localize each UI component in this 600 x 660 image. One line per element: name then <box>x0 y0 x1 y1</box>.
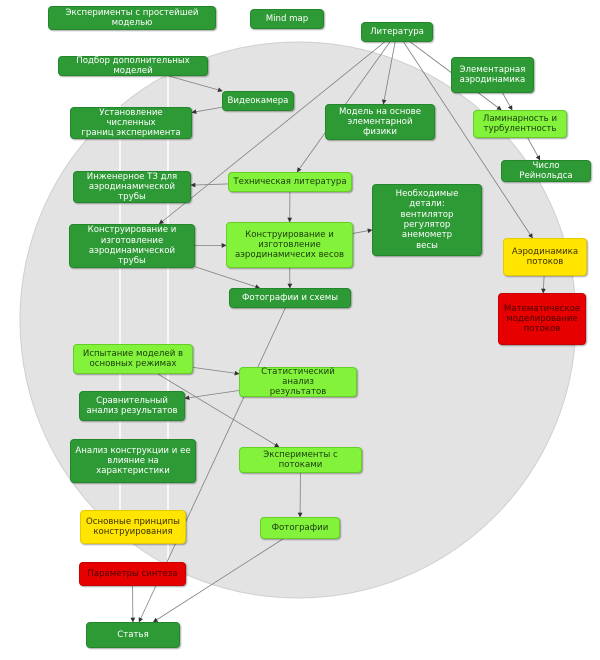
node-literature[interactable]: Литература <box>361 22 433 42</box>
node-label: Установление численных границ эксперимен… <box>81 107 181 139</box>
node-numeric-bounds[interactable]: Установление численных границ эксперимен… <box>70 107 192 139</box>
node-flow-experiments[interactable]: Эксперименты с потоками <box>239 447 362 473</box>
node-article[interactable]: Статья <box>86 622 180 648</box>
connector-literature-to-elementary-physics-model <box>381 41 396 105</box>
connector-laminar-turbulent-to-reynolds <box>527 137 541 161</box>
node-elementary-aerodynamics[interactable]: Элементарная аэродинамика <box>451 57 534 93</box>
node-label: Испытание моделей в основных режимах <box>82 348 184 369</box>
node-label: Элементарная аэродинамика <box>459 64 526 85</box>
connector-camcorder-to-numeric-bounds <box>191 106 223 115</box>
node-label: Подбор дополнительных моделей <box>76 55 190 76</box>
node-label: Эксперименты с простейшей моделью <box>65 7 199 28</box>
node-photos-schemes[interactable]: Фотографии и схемы <box>229 288 351 308</box>
node-build-scales[interactable]: Конструирование и изготовление аэродинам… <box>226 222 353 268</box>
node-label: Видеокамера <box>227 95 289 106</box>
node-label: Конструирование и изготовление аэродинам… <box>234 229 345 261</box>
node-reynolds[interactable]: Число Рейнольдса <box>501 160 591 182</box>
connector-stat-analysis-to-comparative-analysis <box>184 390 240 401</box>
node-label: Анализ конструкции и ее влияние на харак… <box>75 445 191 477</box>
node-label: Ламинарность и турбулентность <box>482 113 558 134</box>
edge-layer <box>130 41 546 623</box>
node-label: Фотографии и схемы <box>241 292 339 303</box>
node-design-principles[interactable]: Основные принципы конструирования <box>80 510 186 544</box>
node-camcorder[interactable]: Видеокамера <box>222 91 294 111</box>
node-tech-spec[interactable]: Инженерное ТЗ для аэродинамической трубы <box>73 171 191 203</box>
connector-photos-to-article <box>152 538 284 623</box>
connector-elementary-aerodynamics-to-laminar-turbulent <box>502 92 513 111</box>
connector-literature-to-build-tunnel <box>158 41 385 225</box>
node-model-tests[interactable]: Испытание моделей в основных режимах <box>73 344 193 374</box>
node-label: Mind map <box>265 13 309 24</box>
node-label: Необходимые детали: вентилятор регулятор… <box>395 189 459 251</box>
node-label: Техническая литература <box>233 176 347 187</box>
node-tech-literature[interactable]: Техническая литература <box>228 172 352 192</box>
connector-tech-literature-to-tech-spec <box>190 182 229 188</box>
node-label: Инженерное ТЗ для аэродинамической трубы <box>86 171 178 203</box>
connector-model-tests-to-stat-analysis <box>192 366 240 376</box>
node-label: Параметры синтеза <box>87 568 178 579</box>
node-stat-analysis[interactable]: Статистический анализ результатов <box>239 367 357 397</box>
node-label: Модель на основе элементарной физики <box>338 106 422 138</box>
node-label: Сравнительный анализ результатов <box>86 395 178 416</box>
node-label: Эксперименты с потоками <box>263 449 338 470</box>
node-laminar-turbulent[interactable]: Ламинарность и турбулентность <box>473 110 567 138</box>
node-label: Конструирование и изготовление аэродинам… <box>87 225 177 267</box>
node-necessary-parts[interactable]: Необходимые детали: вентилятор регулятор… <box>372 184 482 256</box>
connector-additional-models-to-camcorder <box>168 75 223 93</box>
node-label: Фотографии <box>271 522 329 533</box>
node-build-tunnel[interactable]: Конструирование и изготовление аэродинам… <box>69 224 195 268</box>
node-label: Литература <box>370 26 424 37</box>
connector-literature-to-flow-aerodynamics <box>403 41 533 239</box>
connector-flow-aerodynamics-to-math-modeling <box>541 275 546 294</box>
node-photos[interactable]: Фотографии <box>260 517 340 539</box>
node-experiments-simple[interactable]: Эксперименты с простейшей моделью <box>48 6 216 30</box>
connector-model-tests-to-flow-experiments <box>157 373 280 448</box>
node-label: Основные принципы конструирования <box>86 516 180 537</box>
node-label: Математическое моделирование потоков <box>503 303 581 335</box>
node-label: Аэродинамика потоков <box>511 246 579 267</box>
node-math-modeling[interactable]: Математическое моделирование потоков <box>498 293 586 345</box>
node-label: Число Рейнольдса <box>519 160 573 181</box>
node-label: Статистический анализ результатов <box>261 366 335 398</box>
connector-build-tunnel-to-photos-schemes <box>194 266 261 289</box>
connector-build-scales-to-necessary-parts <box>352 228 373 234</box>
node-mind-map[interactable]: Mind map <box>250 9 324 29</box>
node-comparative-analysis[interactable]: Сравнительный анализ результатов <box>79 391 185 421</box>
node-design-analysis[interactable]: Анализ конструкции и ее влияние на харак… <box>70 439 196 483</box>
node-label: Статья <box>117 629 149 640</box>
node-flow-aerodynamics[interactable]: Аэродинамика потоков <box>503 238 587 276</box>
node-elementary-physics-model[interactable]: Модель на основе элементарной физики <box>325 104 435 140</box>
node-synthesis-params[interactable]: Параметры синтеза <box>79 562 186 586</box>
node-additional-models[interactable]: Подбор дополнительных моделей <box>58 56 208 76</box>
